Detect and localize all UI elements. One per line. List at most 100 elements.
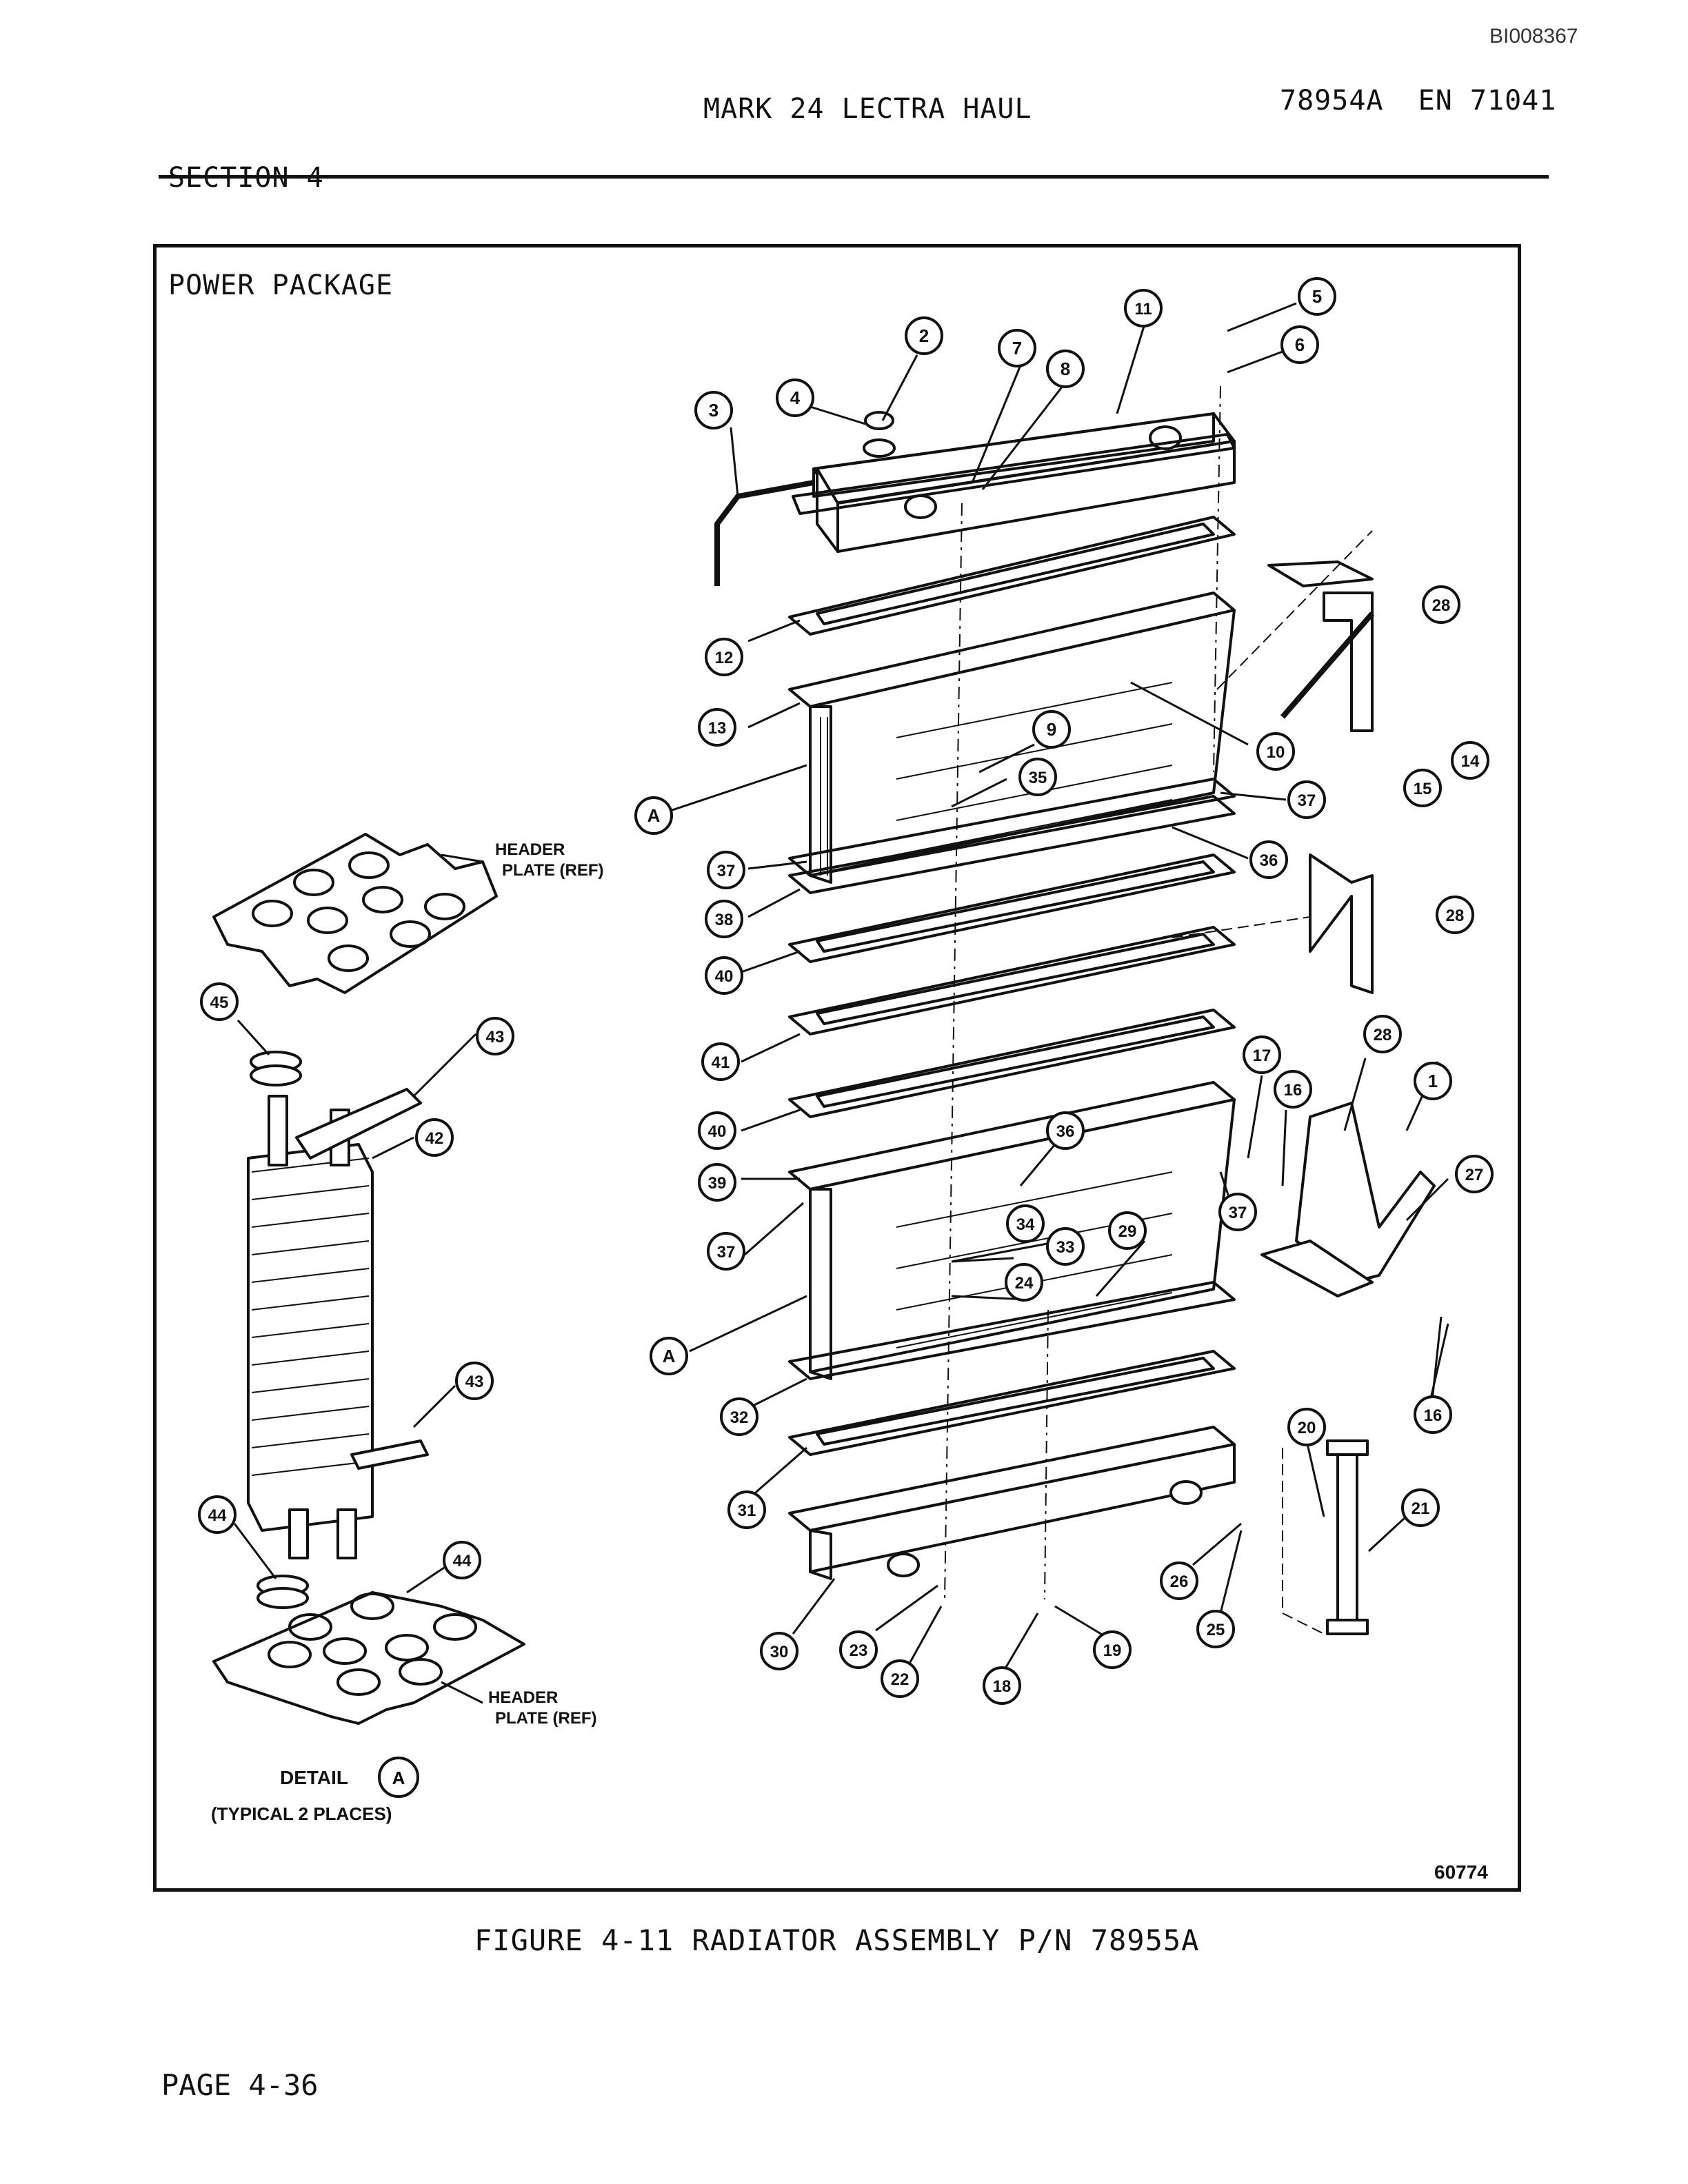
callout-c44a: 44	[198, 1495, 237, 1534]
callout-number: 15	[1414, 780, 1432, 798]
callout-number: 42	[425, 1129, 444, 1148]
callout-circle	[1298, 277, 1336, 316]
callout-number: 30	[770, 1643, 789, 1661]
model-title: MARK 24 LECTRA HAUL	[703, 93, 1032, 125]
callout-c28c: 28	[1363, 1015, 1402, 1053]
figure-number: 60774	[1434, 1861, 1488, 1883]
leader-lines	[233, 302, 1449, 1704]
callout-c37b: 37	[707, 851, 745, 889]
callout-number: 39	[708, 1174, 727, 1193]
top-tank	[792, 411, 1236, 553]
callout-circle	[707, 1232, 745, 1271]
callout-circle	[701, 1042, 740, 1081]
callout-number: 18	[993, 1677, 1012, 1696]
header-plate-bottom-label-2: PLATE (REF)	[495, 1709, 597, 1728]
callout-c36a: 36	[1249, 840, 1288, 879]
callout-circle	[727, 1490, 766, 1529]
header-plate-top-label-1: HEADER	[495, 840, 565, 859]
callout-c9: 9	[1032, 710, 1071, 749]
callout-number: 3	[709, 400, 719, 421]
callout-number: 40	[708, 1122, 727, 1141]
callout-number: 25	[1207, 1621, 1225, 1639]
callout-c19: 19	[1093, 1630, 1132, 1669]
callout-c2: 2	[905, 316, 943, 355]
callout-circle	[1046, 1111, 1085, 1150]
callout-c16b: 16	[1414, 1395, 1452, 1434]
callout-number: 22	[891, 1670, 910, 1689]
header-plate-top-label-2: PLATE (REF)	[502, 861, 604, 880]
callout-circle	[1005, 1263, 1043, 1302]
callout-number: 1	[1428, 1071, 1438, 1091]
callout-circle	[415, 1118, 454, 1157]
figure-caption: FIGURE 4-11 RADIATOR ASSEMBLY P/N 78955A	[474, 1923, 1200, 1957]
part-reference: 78954A EN 71041	[1280, 85, 1557, 117]
callout-number: A	[663, 1346, 676, 1366]
callout-circle	[705, 900, 743, 938]
bracket-28-top	[1267, 560, 1375, 732]
callout-circle	[1243, 1035, 1281, 1074]
callout-circle	[1196, 1610, 1235, 1648]
callout-circle	[634, 796, 673, 835]
callout-c3: 3	[694, 391, 733, 429]
callout-number: 11	[1134, 300, 1152, 318]
callout-c31: 31	[727, 1490, 766, 1529]
callout-c18: 18	[983, 1666, 1021, 1705]
callout-c25: 25	[1196, 1610, 1235, 1648]
callout-circle	[1032, 710, 1071, 749]
callout-number: 20	[1298, 1419, 1316, 1437]
detail-note: (TYPICAL 2 PLACES)	[211, 1803, 392, 1824]
callout-number: 41	[712, 1053, 730, 1072]
callout-c28a: 28	[1422, 585, 1460, 624]
callout-number: 34	[1016, 1215, 1035, 1234]
callout-number: 38	[715, 911, 734, 929]
gasket-41	[788, 926, 1236, 1035]
callout-number: 8	[1061, 358, 1070, 379]
callout-number: 9	[1047, 719, 1056, 740]
header-plate-bottom-label-1: HEADER	[488, 1688, 558, 1707]
callout-circle	[698, 1111, 736, 1150]
callout-number: 37	[717, 862, 736, 880]
callout-number: 36	[1056, 1122, 1075, 1141]
callout-circle	[1403, 769, 1442, 807]
callout-c37a: 37	[1287, 780, 1326, 819]
callout-c41: 41	[701, 1042, 740, 1081]
header-plate-32	[788, 1281, 1236, 1380]
callout-number: 21	[1411, 1499, 1430, 1518]
callout-c38: 38	[705, 900, 743, 938]
callout-circle	[1436, 896, 1474, 934]
header-plate-ref-bottom	[212, 1575, 525, 1725]
callout-circle	[1018, 758, 1057, 796]
callout-c40b: 40	[698, 1111, 736, 1150]
callout-number: 7	[1012, 338, 1022, 358]
callout-circle	[1124, 289, 1163, 327]
gasket-31	[788, 1350, 1236, 1456]
callout-circle	[198, 1495, 237, 1534]
upper-core	[809, 609, 1236, 884]
callout-circle	[998, 329, 1036, 367]
callout-c36b: 36	[1046, 1111, 1085, 1150]
callout-c7: 7	[998, 329, 1036, 367]
subsection-title: POWER PACKAGE	[168, 270, 394, 301]
callout-circle	[1093, 1630, 1132, 1669]
callout-number: 32	[730, 1408, 749, 1427]
callout-circle	[881, 1659, 919, 1698]
callout-number: A	[647, 805, 661, 826]
callout-number: 45	[210, 993, 229, 1012]
callout-c30: 30	[760, 1632, 798, 1670]
callout-circle	[1287, 1408, 1326, 1446]
callout-c11: 11	[1124, 289, 1163, 327]
callout-circle	[455, 1362, 494, 1400]
callout-circle	[1414, 1062, 1452, 1100]
callout-c26: 26	[1160, 1561, 1198, 1600]
callout-c10: 10	[1256, 732, 1295, 771]
callout-layer: 1234567891011121314151616171819202122232…	[198, 277, 1494, 1705]
gasket-40a	[788, 853, 1236, 963]
callout-number: 44	[453, 1552, 472, 1570]
callout-circle	[1414, 1395, 1452, 1434]
callout-circle	[1401, 1488, 1440, 1527]
callout-c14: 14	[1451, 741, 1489, 780]
callout-c33: 33	[1046, 1227, 1085, 1266]
callout-circle	[983, 1666, 1021, 1705]
header-plate-38	[788, 778, 1236, 894]
